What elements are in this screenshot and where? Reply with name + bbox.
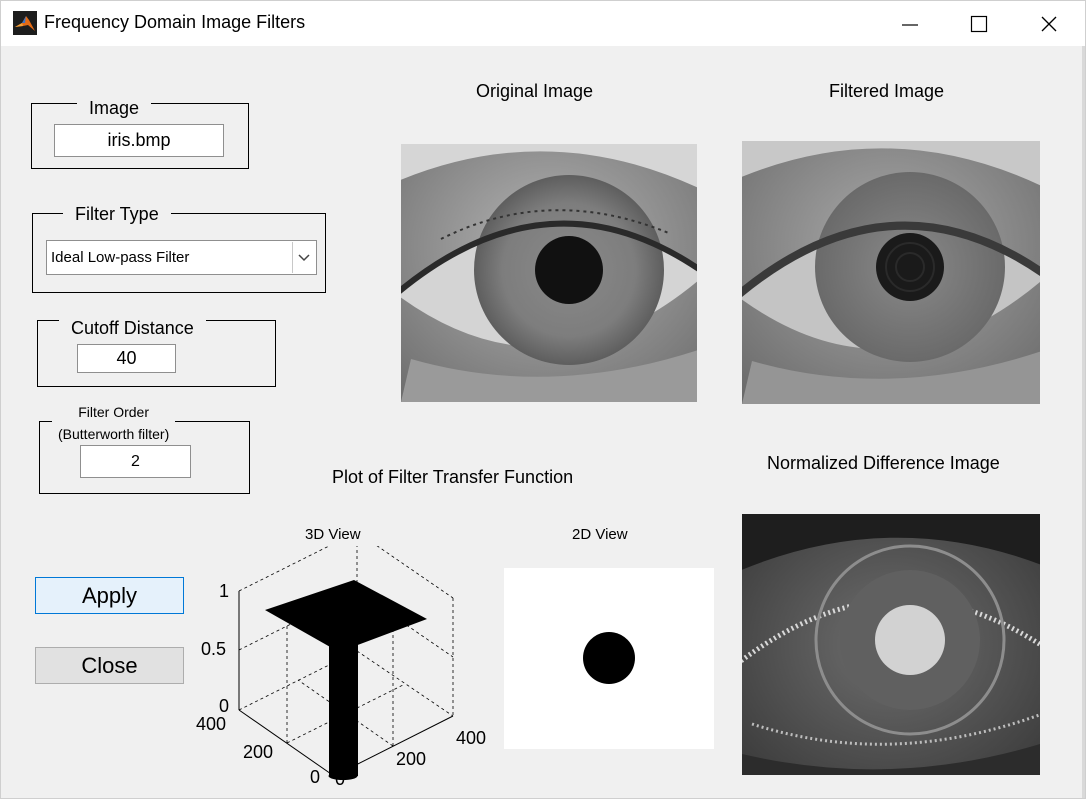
filter-type-value: Ideal Low-pass Filter [51, 249, 190, 266]
close-window-button[interactable] [1014, 1, 1084, 46]
close-button[interactable]: Close [35, 647, 184, 684]
cutoff-distance-input[interactable]: 40 [77, 344, 176, 373]
difference-image [742, 514, 1040, 775]
window-title: Frequency Domain Image Filters [44, 12, 306, 32]
view-3d-title: 3D View [305, 526, 361, 543]
client-area: Image iris.bmp Filter Type Ideal Low-pas… [1, 46, 1085, 798]
difference-image-title: Normalized Difference Image [767, 453, 1000, 473]
title-bar[interactable]: Frequency Domain Image Filters [1, 1, 1085, 46]
image-filename-input[interactable]: iris.bmp [54, 124, 224, 157]
view-2d-title: 2D View [572, 526, 628, 543]
filter-type-group [32, 213, 326, 293]
filter-order-label-line2: (Butterworth filter) [58, 426, 170, 442]
y-tick-0: 0 [310, 767, 321, 787]
close-icon [1041, 16, 1057, 31]
filtered-image-title: Filtered Image [829, 81, 945, 101]
chevron-down-icon[interactable] [292, 242, 315, 273]
z-tick-1: 1 [219, 581, 230, 601]
apply-button[interactable]: Apply [35, 577, 184, 614]
passband-disk [583, 632, 635, 684]
cutoff-distance-label: Cutoff Distance [59, 318, 206, 339]
minimize-button[interactable] [875, 1, 945, 46]
y-tick-400: 400 [196, 714, 227, 734]
x-tick-200: 200 [396, 749, 427, 769]
matlab-icon [13, 11, 37, 35]
x-tick-0: 0 [335, 769, 346, 789]
z-tick-05: 0.5 [201, 639, 227, 659]
maximize-button[interactable] [944, 1, 1014, 46]
transfer-2d-view [504, 568, 714, 749]
original-image [401, 144, 697, 402]
filtered-image [742, 141, 1040, 404]
y-tick-200: 200 [243, 742, 274, 762]
filter-type-select[interactable]: Ideal Low-pass Filter [46, 240, 317, 275]
original-image-title: Original Image [476, 81, 594, 101]
minimize-icon [902, 23, 918, 26]
z-tick-0: 0 [219, 696, 230, 716]
window-edge [1082, 46, 1085, 798]
filter-order-input[interactable]: 2 [80, 445, 191, 478]
transfer-3d-view [187, 546, 507, 796]
image-group-label: Image [77, 98, 152, 119]
filter-order-label: Filter Order (Butterworth filter) [52, 401, 176, 445]
transfer-function-title: Plot of Filter Transfer Function [332, 467, 574, 487]
x-tick-400: 400 [456, 728, 487, 748]
maximize-icon [970, 15, 988, 32]
filter-order-label-line1: Filter Order [78, 404, 150, 420]
filter-type-group-label: Filter Type [63, 204, 171, 225]
